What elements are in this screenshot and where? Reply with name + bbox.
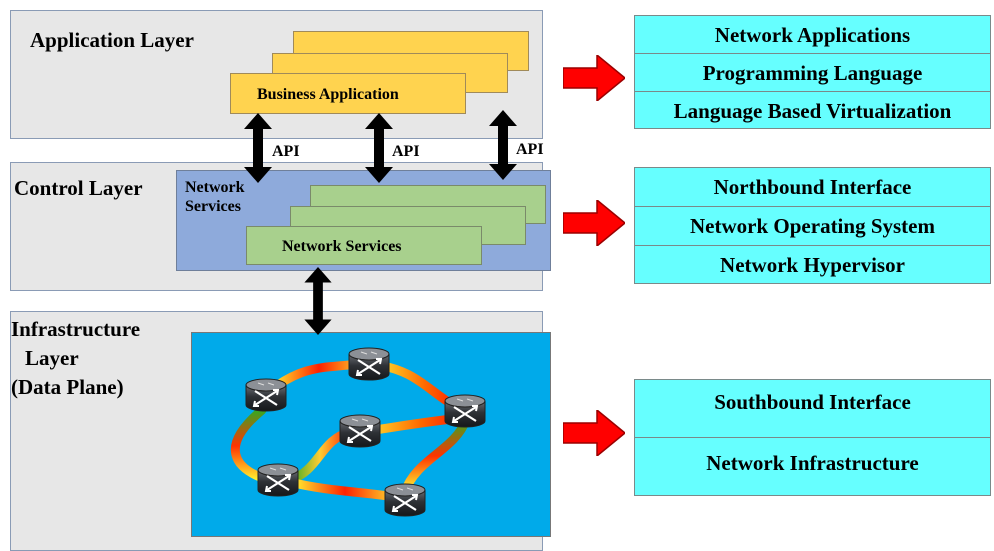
network-link	[285, 477, 405, 503]
application-layer-title: Application Layer	[30, 28, 194, 52]
switch-icon	[443, 393, 487, 429]
network-services-label: Network Services	[282, 238, 402, 255]
control-right-panel: Northbound Interface Network Operating S…	[634, 167, 991, 284]
application-right-panel: Network Applications Programming Languag…	[634, 15, 991, 129]
network-services-panel: Network Services Network Services	[176, 170, 551, 271]
api-label-2: API	[392, 143, 420, 160]
network-link	[400, 415, 471, 497]
switch-icon	[347, 346, 391, 382]
api-label-3: API	[516, 141, 544, 158]
infrastructure-right-panel: Southbound Interface Network Infrastruct…	[634, 379, 991, 496]
red-arrow-icon	[563, 200, 625, 246]
infrastructure-layer-title-line1: Infrastructure	[11, 317, 141, 341]
network-hypervisor-label: Network Hypervisor	[720, 253, 905, 277]
application-layer: Application Layer Business Application	[10, 10, 543, 139]
business-application-label: Business Application	[257, 86, 399, 103]
switch-icon	[338, 413, 382, 449]
programming-language-label: Programming Language	[635, 54, 990, 92]
southbound-interface-label: Southbound Interface	[635, 380, 990, 438]
switch-icon	[383, 482, 427, 518]
network-operating-system-label: Network Operating System	[635, 207, 990, 246]
double-arrow-icon	[244, 113, 272, 183]
infrastructure-layer-title-line3: (Data Plane)	[11, 375, 124, 399]
double-arrow-icon	[489, 110, 517, 180]
control-layer: Control Layer Network Services Network S…	[10, 162, 551, 291]
network-services-title: Network Services	[185, 179, 245, 216]
red-arrow-icon	[563, 55, 625, 101]
network-infrastructure-label: Network Infrastructure	[706, 451, 919, 475]
red-arrow-icon	[563, 410, 625, 456]
api-label-1: API	[272, 143, 300, 160]
switch-icon	[256, 462, 300, 498]
control-layer-title: Control Layer	[14, 176, 143, 200]
infrastructure-layer-title-line2: Layer	[25, 346, 79, 370]
switch-icon	[244, 377, 288, 413]
network-applications-label: Network Applications	[635, 16, 990, 54]
double-arrow-icon	[304, 267, 332, 335]
language-based-virtualization-label: Language Based Virtualization	[673, 99, 952, 123]
network-services-box: Network Services	[246, 226, 482, 265]
business-application-box: Business Application	[230, 73, 466, 114]
double-arrow-icon	[365, 113, 393, 183]
northbound-interface-label: Northbound Interface	[635, 168, 990, 207]
